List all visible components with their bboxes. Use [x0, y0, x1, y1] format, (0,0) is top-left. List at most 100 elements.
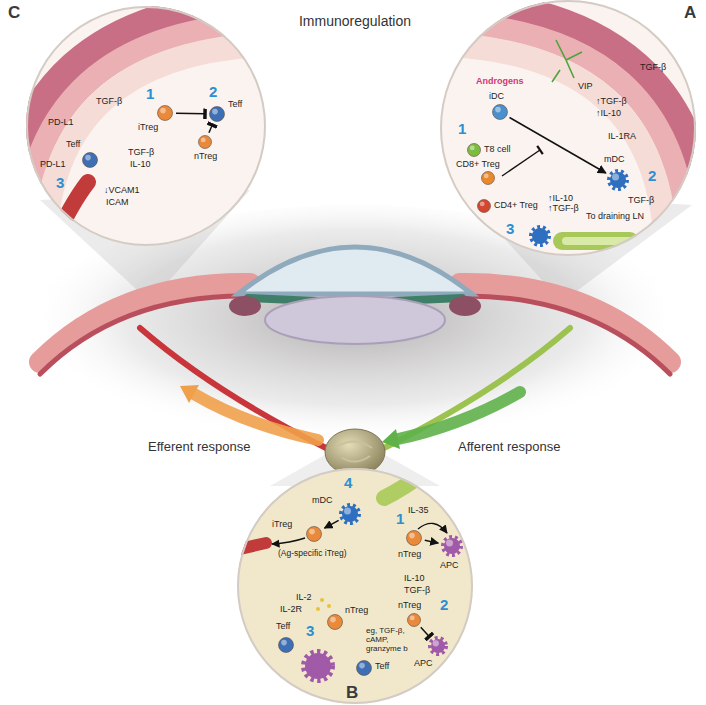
mechanism-note: eg, TGF-β, cAMP, granzyme b: [366, 627, 418, 653]
cell-shape: [407, 613, 421, 627]
callout-number: 3: [506, 221, 514, 238]
cytokine-label: ICAM: [106, 198, 129, 208]
arrow-connector: [324, 520, 338, 528]
cytokine-label: TGF-β: [640, 63, 666, 73]
cytokine-label: IL-10: [130, 160, 151, 170]
cytokine-label: IL-35: [408, 506, 429, 516]
cell-label: mDC: [312, 496, 333, 506]
cell-label: mDC: [604, 155, 625, 165]
cell-label: Teff: [276, 622, 290, 632]
cell: CD4+ Treg: [477, 199, 491, 213]
cytokine-label: ↑TGF-β: [596, 97, 627, 107]
cell-label: nTreg: [345, 606, 368, 616]
hormone-label: Androgens: [476, 77, 524, 87]
cytokine-label: VIP: [578, 82, 593, 92]
cell: iTreg(Ag-specific iTreg): [306, 526, 322, 542]
cytokine-label: TGF-β: [404, 586, 430, 596]
callout-number: 2: [648, 168, 656, 185]
panel-outline: [440, 0, 696, 256]
cytokine-label: TGF-β: [96, 97, 122, 107]
cell-label: APC: [440, 561, 459, 571]
cell-label: APC: [414, 659, 433, 669]
cell-shape: [157, 105, 173, 121]
callout-number: 1: [396, 511, 404, 528]
inhibition-connector: [209, 125, 212, 133]
cytokine-label: IL-2: [296, 593, 312, 603]
cell: Teff: [356, 660, 372, 676]
inhibition-connector: [176, 112, 205, 114]
arrow-connector: [425, 540, 439, 543]
cytokine-label: IL-10: [404, 574, 425, 584]
cell-label: CD8+ Treg: [456, 160, 500, 170]
cell: mDC: [340, 504, 360, 524]
cytokine-label: ↓VCAM1: [104, 186, 140, 196]
panel-outline: [237, 468, 473, 704]
figure-title: Immunoregulation: [299, 14, 411, 29]
callout-number: 3: [56, 175, 64, 192]
panel-letter: A: [684, 4, 696, 23]
cell: CD8+ Treg: [481, 171, 495, 185]
cell-shape: [306, 526, 322, 542]
cell-shape: [209, 106, 225, 122]
cell-shape: [492, 104, 508, 120]
cell-label: T8 cell: [484, 145, 511, 155]
cell: nTreg: [198, 135, 212, 149]
cell: iDC: [492, 104, 508, 120]
cell-label: (Ag-specific iTreg): [278, 549, 347, 558]
cytokine-label: IL-1RA: [608, 132, 636, 142]
cell-shape: [198, 135, 212, 149]
cell-label: Teff: [66, 140, 80, 150]
cell-label: CD4+ Treg: [494, 201, 538, 211]
cytokine-label: PD-L1: [40, 160, 66, 170]
cytokine-label: IL-2R: [280, 605, 302, 615]
cell-label: nTreg: [194, 152, 217, 162]
cell: iTreg: [157, 105, 173, 121]
cytokine-label: PD-L1: [48, 118, 74, 128]
cell-shape: [481, 171, 495, 185]
cell: nTreg: [407, 613, 421, 627]
callout-number: 2: [440, 597, 448, 614]
callout-number: 4: [344, 475, 352, 492]
cytokine-label: ↑IL-10: [596, 109, 621, 119]
cell: Teff: [278, 637, 294, 653]
cell-shape: [82, 152, 98, 168]
zoom-panel: BmDCiTreg(Ag-specific iTreg)nTregAPCnTre…: [237, 468, 473, 704]
dendritic-cell-shape: [429, 637, 447, 655]
cell-label: nTreg: [398, 550, 421, 560]
cell-label: nTreg: [398, 601, 421, 611]
callout-number: 3: [306, 623, 314, 640]
cell-shape: [477, 199, 491, 213]
cytokine-label: To draining LN: [586, 212, 644, 222]
cell: Teff: [82, 152, 98, 168]
cell: nTreg: [327, 614, 343, 630]
inhibition-connector: [421, 627, 429, 636]
cell: APC: [442, 536, 462, 556]
cell: T8 cell: [467, 143, 481, 157]
cell: nTreg: [406, 530, 422, 546]
panel-letter: B: [346, 684, 358, 703]
cell-shape: [356, 660, 372, 676]
dendritic-cell-shape: [442, 536, 462, 556]
cytokine-label: TGF-β: [128, 148, 154, 158]
cell-shape: [467, 143, 481, 157]
callout-number: 1: [146, 86, 154, 103]
callout-number: 2: [209, 84, 217, 101]
cell: Teff: [209, 106, 225, 122]
cell: mDC: [608, 170, 628, 190]
cell-label: Teff: [375, 662, 389, 672]
cytokine-label: TGF-β: [628, 196, 654, 206]
arrow-connector: [510, 117, 606, 173]
cytokine-label: ↑IL-10 ↑TGF-β: [548, 194, 584, 214]
dendritic-cell-shape: [340, 504, 360, 524]
cell-shape: [278, 637, 294, 653]
cell-label: Teff: [228, 100, 242, 110]
response-label: Afferent response: [458, 440, 560, 454]
dendritic-cell-shape: [608, 170, 628, 190]
panel-letter: C: [8, 4, 20, 23]
cell-label: iTreg: [138, 123, 158, 133]
cell: APC: [429, 637, 447, 655]
cell-shape: [327, 614, 343, 630]
response-label: Efferent response: [148, 440, 250, 454]
cell-label: iTreg: [272, 520, 292, 530]
